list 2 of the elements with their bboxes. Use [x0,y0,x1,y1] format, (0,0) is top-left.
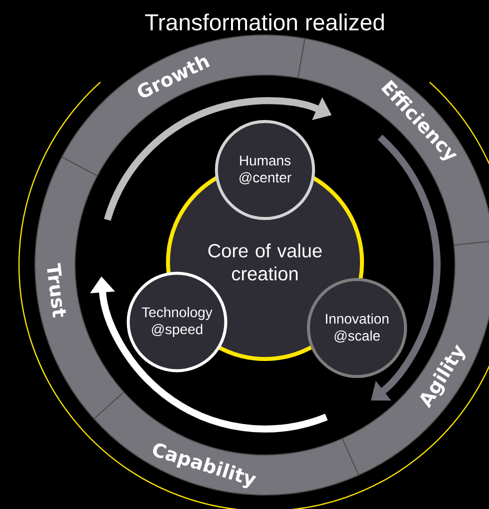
ring-segment: Trust [34,156,124,420]
title: Transformation realized [145,14,384,30]
